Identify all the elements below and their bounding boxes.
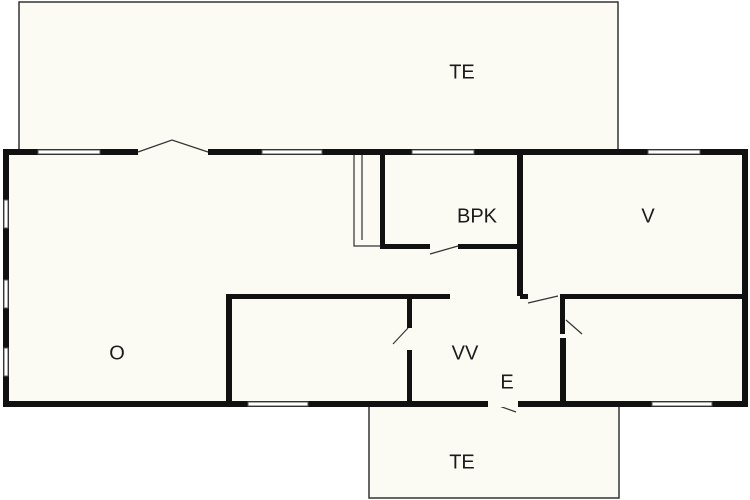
label-storage: VV: [452, 342, 479, 364]
wall-bpk-bottom: [380, 244, 430, 249]
wall-bpk-left: [380, 152, 385, 248]
floor-areas: [3, 1, 748, 499]
door-bpk-swing: [429, 245, 459, 255]
wall-bpk-v: [517, 152, 523, 296]
label-entrance: E: [500, 371, 513, 393]
terrace-top-floor: [18, 1, 619, 153]
label-terrace-top: TE: [449, 61, 475, 83]
terrace-door-top: [137, 139, 209, 156]
room-labels: TE BPK V O VV E TE: [109, 61, 655, 473]
wall-room-top: [228, 294, 450, 299]
wall-e-right-lower: [560, 338, 566, 404]
wall-e-v-left: [520, 294, 528, 299]
label-terrace-bottom: TE: [449, 451, 475, 473]
label-bathroom: BPK: [457, 205, 498, 227]
window-top-2: [261, 149, 323, 155]
house-floor: [3, 152, 748, 404]
wall-top: [3, 149, 748, 155]
interior-walls: [226, 152, 746, 404]
wall-bpk-bottom-right: [458, 244, 520, 249]
window-bottom-1: [247, 401, 309, 407]
terrace-bottom-floor: [368, 403, 620, 499]
wall-vv-left-lower: [407, 350, 412, 404]
wall-e-right: [560, 294, 565, 334]
exterior-walls: [3, 149, 748, 407]
door-swings: [392, 245, 583, 413]
wall-right: [742, 149, 748, 407]
door-room-swing: [392, 327, 409, 345]
window-bottom-2: [651, 401, 713, 407]
terrace-door-top-swing: [137, 139, 209, 153]
window-top-4: [647, 149, 701, 155]
window-left-2: [3, 279, 9, 309]
wall-left: [3, 149, 9, 407]
closet-outline: [353, 155, 380, 247]
door-right-swing: [565, 319, 583, 335]
window-left-1: [3, 199, 9, 229]
window-top-1: [37, 149, 101, 155]
window-left-3: [3, 347, 9, 377]
label-living: O: [109, 342, 125, 364]
label-bedroom: V: [641, 205, 655, 227]
door-entrance-gap: [488, 401, 518, 407]
wall-vv-left: [407, 294, 412, 328]
windows: [3, 149, 713, 407]
partition-lines: [353, 155, 380, 247]
wall-v-bottom: [560, 294, 746, 299]
terrace-door-top-gap: [138, 148, 208, 156]
window-top-3: [411, 149, 475, 155]
wall-bottom: [3, 401, 748, 407]
door-v-swing: [527, 295, 559, 304]
wall-room-left: [226, 294, 232, 404]
